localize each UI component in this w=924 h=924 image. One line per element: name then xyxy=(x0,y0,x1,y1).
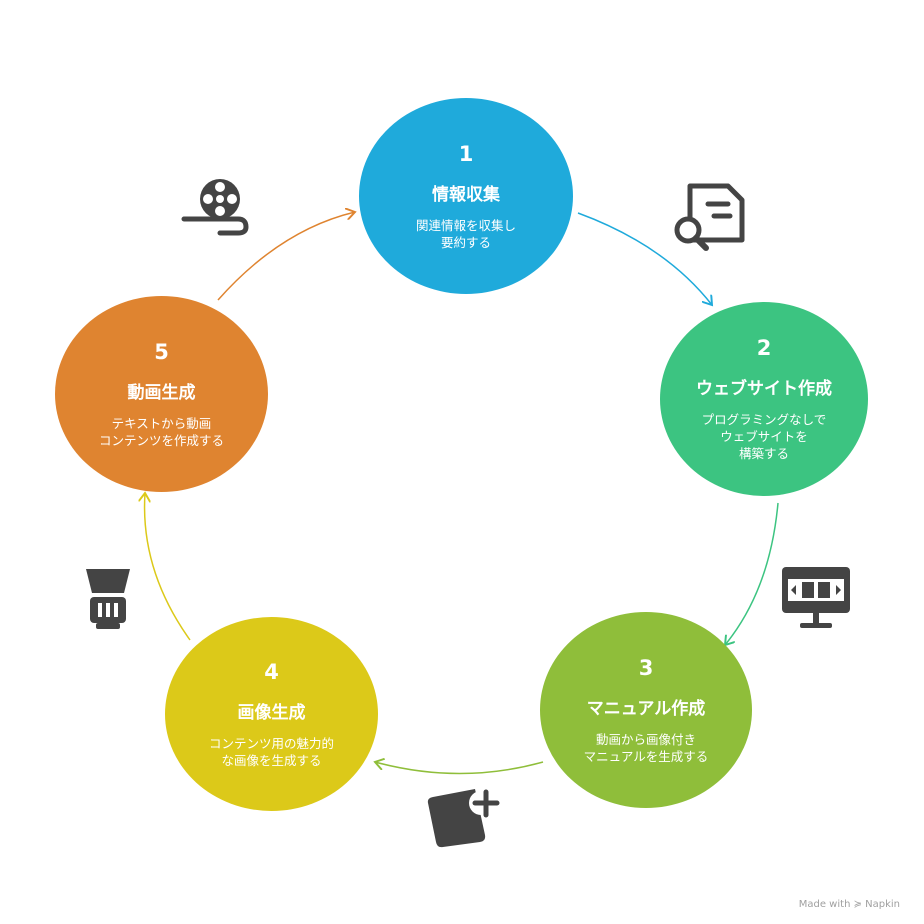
monitor-video-icon xyxy=(782,567,850,628)
step-number: 5 xyxy=(154,339,169,364)
arrow-5-to-1 xyxy=(217,212,355,301)
step-title: ウェブサイト作成 xyxy=(696,379,832,399)
arrow-2-to-3 xyxy=(725,502,779,645)
napkin-footer: Made with ≽ Napkin xyxy=(798,899,900,910)
step-description: コンテンツ用の魅力的 な画像を生成する xyxy=(208,735,334,768)
step-5-circle: 5 動画生成 テキストから動画 コンテンツを作成する xyxy=(55,296,268,492)
arrow-1-to-2 xyxy=(577,212,712,305)
step-number: 1 xyxy=(458,141,474,166)
step-description: 関連情報を収集し 要約する xyxy=(415,217,516,250)
step-title: 画像生成 xyxy=(237,702,306,723)
step-description: プログラミングなしで ウェブサイトを 構築する xyxy=(701,412,827,461)
step-2-circle: 2 ウェブサイト作成 プログラミングなしで ウェブサイトを 構築する xyxy=(660,302,868,496)
document-search-icon xyxy=(674,183,745,251)
step-title: 情報収集 xyxy=(432,184,500,205)
arrow-3-to-4 xyxy=(375,762,544,775)
step-3-circle: 3 マニュアル作成 動画から画像付き マニュアルを生成する xyxy=(540,612,752,808)
step-title: マニュアル作成 xyxy=(586,698,706,719)
step-1-circle: 1 情報収集 関連情報を収集し 要約する xyxy=(359,98,573,294)
step-number: 4 xyxy=(264,659,279,684)
add-image-icon xyxy=(427,789,500,848)
step-number: 2 xyxy=(756,336,772,360)
step-title: 動画生成 xyxy=(127,382,196,403)
lens-icon xyxy=(86,569,130,629)
film-reel-icon xyxy=(181,179,249,236)
step-description: テキストから動画 コンテンツを作成する xyxy=(98,415,224,448)
step-description: 動画から画像付き マニュアルを生成する xyxy=(583,731,709,764)
arrow-4-to-5 xyxy=(145,493,191,641)
step-number: 3 xyxy=(638,655,654,680)
step-4-circle: 4 画像生成 コンテンツ用の魅力的 な画像を生成する xyxy=(165,617,378,811)
